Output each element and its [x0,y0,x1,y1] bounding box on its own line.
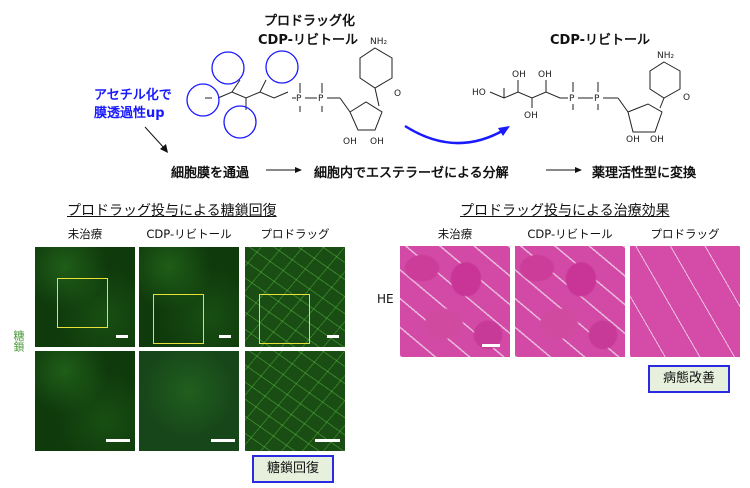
he-image-prodrug [630,246,740,357]
zoom-region-box [153,294,204,344]
svg-text:P: P [594,94,600,104]
svg-text:P: P [318,94,324,104]
he-image-cdp-ribitol [515,246,625,357]
glycan-image-cdp-low [139,247,239,347]
svg-text:HO: HO [472,88,486,98]
glycan-panel-title: プロドラッグ投与による糖鎖回復 [67,203,277,219]
svg-text:NH₂: NH₂ [657,51,675,61]
glycan-image-prodrug-low [245,247,345,347]
diagonal-arrow [144,126,166,150]
svg-text:OH: OH [626,135,640,145]
svg-text:OH: OH [524,111,538,121]
glycan-image-prodrug-high [245,351,345,451]
active-form-title: CDP-リビトール [550,33,651,48]
conversion-arrow [404,124,505,145]
scale-bar [106,439,130,442]
conversion-arrowhead [498,126,510,136]
glycan-col-untreated: 未治療 [67,227,103,241]
he-col-prodrug: プロドラッグ [650,227,720,241]
glycan-image-untreated-low [35,247,135,347]
prodrug-structure [205,47,393,131]
he-image-untreated [400,246,510,357]
flow-step-2: 細胞内でエステラーゼによる分解 [314,166,509,181]
prodrug-title-line2: CDP-リビトール [258,33,359,48]
svg-text:OH: OH [650,135,664,145]
acetyl-note-line2: 膜透過性up [94,106,165,121]
he-panel-title: プロドラッグ投与による治療効果 [460,203,670,219]
he-row-label: HE [377,292,394,306]
molecule-diagram: P P OH OH NH₂ O HO OH OH OH P P OH OH NH₂ O [144,37,690,173]
scale-bar [211,439,235,442]
scale-bar [116,335,128,338]
glycan-result-label: 糖鎖回復 [252,455,334,483]
prodrug-title-line1: プロドラッグ化 [264,14,356,29]
glycan-col-prodrug: プロドラッグ [260,227,330,241]
cdp-ribitol-structure [489,61,681,133]
phosphorus-label: P [296,94,302,104]
glycan-image-untreated-high [35,351,135,451]
svg-text:OH: OH [343,137,357,147]
glycan-col-cdp-ribitol: CDP-リビトール [146,227,232,241]
scale-bar [327,335,339,338]
he-col-untreated: 未治療 [437,227,473,241]
svg-text:NH₂: NH₂ [370,37,388,47]
acetyl-note-line1: アセチル化で [94,88,172,103]
scale-bar [315,439,340,442]
zoom-region-box [57,278,108,328]
scale-bar [219,335,231,338]
acetyl-group-circles [186,50,299,139]
svg-text:P: P [569,94,575,104]
svg-text:OH: OH [512,70,526,80]
svg-text:OH: OH [538,70,552,80]
scale-bar [482,344,500,347]
glycan-row-label: 糖鎖 [12,330,25,352]
svg-text:OH: OH [370,137,384,147]
he-result-label: 病態改善 [648,365,730,393]
glycan-image-cdp-high [139,351,239,451]
flow-step-3: 薬理活性型に変換 [592,166,697,181]
svg-text:O: O [683,93,690,103]
he-col-cdp-ribitol: CDP-リビトール [527,227,613,241]
zoom-region-box [259,294,310,344]
flow-step-1: 細胞膜を通過 [171,166,250,181]
svg-text:O: O [394,89,401,99]
